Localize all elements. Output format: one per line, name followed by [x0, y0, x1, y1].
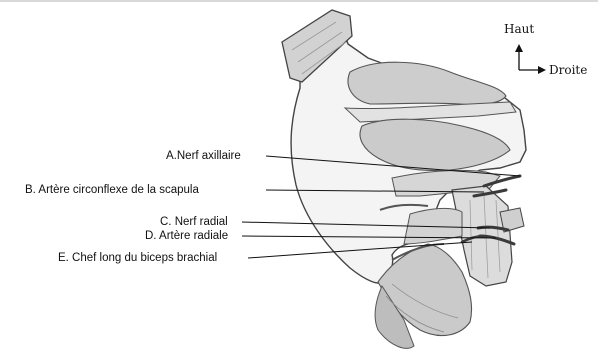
orientation-arrows [515, 44, 546, 74]
orientation-right-label: Droite [549, 63, 587, 77]
label-b-circumflex-scapular-artery: B. Artère circonflexe de la scapula [25, 183, 199, 197]
orientation-up-label: Haut [504, 22, 534, 36]
label-e-biceps-long-head: E. Chef long du biceps brachial [58, 251, 217, 265]
label-c-radial-nerve: C. Nerf radial [160, 215, 228, 229]
label-a-axillary-nerve: A.Nerf axillaire [166, 149, 241, 163]
label-d-radial-artery: D. Artère radiale [145, 229, 228, 243]
supraspinatus-muscle [348, 62, 506, 104]
